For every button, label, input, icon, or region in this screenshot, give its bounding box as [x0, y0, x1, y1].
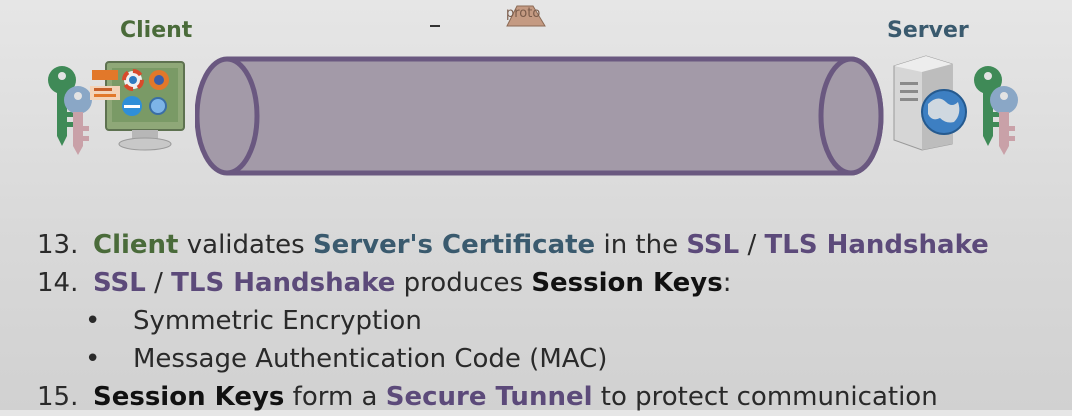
step-segment: SSL [93, 268, 146, 298]
server-label: Server [887, 18, 969, 43]
step-segment: in the [595, 230, 687, 260]
step-segment: SSL [686, 230, 740, 260]
bullet-dot-icon: • [85, 344, 101, 374]
step-number: 13. [37, 230, 79, 260]
protocol-tag-shape [506, 5, 546, 27]
steps-list: 13. Client validates Server's Certificate… [37, 226, 989, 416]
tunnel-shape [195, 56, 884, 176]
step-segment: produces [395, 268, 532, 298]
step-segment: : [722, 268, 732, 298]
step-number: 14. [37, 268, 79, 298]
step-segment: to protect communication [592, 382, 938, 412]
step-segment: form a [284, 382, 386, 412]
step-13: 13. Client validates Server's Certificate… [37, 226, 989, 264]
step-segment: / [145, 268, 172, 298]
step-segment: validates [178, 230, 313, 260]
protocol-tag-text: proto [506, 6, 541, 21]
server-globe-icon [893, 55, 967, 151]
step-segment: TLS Handshake [764, 230, 989, 260]
step-segment: Server's Certificate [312, 230, 596, 260]
step-segment: Session Keys [531, 268, 723, 298]
bullet-text: Symmetric Encryption [133, 306, 422, 336]
dash-mark [430, 25, 440, 27]
step-segment: Secure Tunnel [385, 382, 593, 412]
step-14: 14. SSL / TLS Handshake produces Session … [37, 264, 989, 302]
computer-browsers-icon [90, 61, 185, 151]
client-label: Client [120, 18, 193, 43]
bullet-text: Message Authentication Code (MAC) [133, 344, 608, 374]
bullet-item: • Message Authentication Code (MAC) [37, 340, 989, 378]
step-segment: TLS Handshake [171, 268, 396, 298]
client-key-pair-icon [48, 66, 92, 155]
step-15: 15. Session Keys form a Secure Tunnel to … [37, 378, 989, 416]
bullet-item: • Symmetric Encryption [37, 302, 989, 340]
step-segment: / [739, 230, 765, 260]
bullet-dot-icon: • [85, 306, 101, 336]
step-number: 15. [37, 382, 79, 412]
step-segment: Session Keys [93, 382, 285, 412]
server-key-pair-icon [974, 66, 1018, 155]
step-segment: Client [93, 230, 179, 260]
